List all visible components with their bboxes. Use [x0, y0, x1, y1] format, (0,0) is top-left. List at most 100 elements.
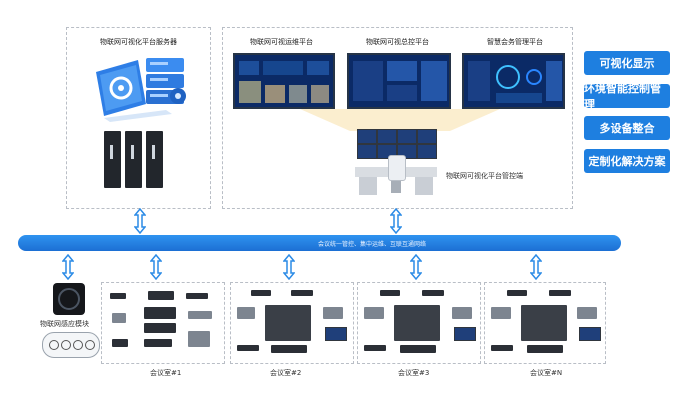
- room-device: [144, 323, 176, 333]
- room-device: [491, 307, 511, 319]
- room-matrix: [265, 305, 311, 341]
- room-label-3: 会议室#3: [398, 369, 430, 377]
- room-device: [144, 307, 176, 319]
- screen-panel: [387, 85, 417, 101]
- room-device: [527, 345, 563, 353]
- console-monitor: [357, 129, 377, 144]
- room-device: [380, 290, 400, 296]
- platform-panel: [222, 27, 573, 209]
- console-monitor: [377, 129, 397, 144]
- network-bus-label: 会议统一管控、集中运维、互联互通网络: [318, 241, 427, 248]
- double-arrow-icon: [62, 254, 74, 280]
- room-device: [237, 307, 255, 319]
- double-arrow-icon: [150, 254, 162, 280]
- screen-panel: [546, 61, 562, 101]
- room-device: [148, 291, 174, 300]
- control-console: [355, 129, 437, 197]
- sensor-icons: [42, 332, 100, 358]
- console-chair: [388, 155, 406, 181]
- screen-photo: [289, 85, 307, 103]
- room-matrix: [521, 305, 567, 341]
- room-device: [291, 290, 313, 296]
- network-bus: [18, 235, 621, 251]
- screen-panel: [468, 61, 490, 101]
- room-device: [110, 293, 126, 299]
- console-cabinet: [415, 177, 433, 195]
- screen-gauge: [526, 69, 542, 85]
- sensor-icon: [49, 340, 59, 350]
- room-label-1: 会议室#1: [150, 369, 182, 377]
- room-device: [323, 307, 343, 319]
- room-device: [491, 345, 513, 351]
- platform-screen-2: [347, 53, 451, 109]
- screen-panel: [496, 93, 542, 103]
- double-arrow-icon: [530, 254, 542, 280]
- room-device: [452, 307, 472, 319]
- room-device: [400, 345, 436, 353]
- screen-panel: [263, 61, 303, 75]
- screen-panel: [421, 61, 447, 101]
- room-panel-1: [101, 282, 225, 364]
- platform-title-3: 智慧会务管理平台: [487, 38, 543, 46]
- room-matrix: [394, 305, 440, 341]
- room-panel-3: [357, 282, 481, 364]
- room-device: [251, 290, 271, 296]
- room-device: [271, 345, 307, 353]
- pc-tower: [104, 131, 121, 188]
- module-label: 物联网感应模块: [40, 320, 89, 328]
- room-device: [549, 290, 571, 296]
- feature-tag: 多设备整合: [584, 116, 670, 140]
- pc-tower-light: [131, 145, 134, 159]
- screen-panel: [387, 61, 417, 81]
- console-monitor: [357, 144, 377, 159]
- room-device: [364, 345, 386, 351]
- control-label: 物联网可视化平台管控端: [446, 172, 523, 180]
- room-label-n: 会议室#N: [530, 369, 563, 377]
- pc-tower: [146, 131, 163, 188]
- double-arrow-icon: [410, 254, 422, 280]
- room-display: [325, 327, 347, 341]
- sensor-icon: [73, 340, 83, 350]
- sensor-icon: [85, 340, 95, 350]
- platform-title-1: 物联网可视运维平台: [250, 38, 313, 46]
- screen-panel: [239, 61, 259, 75]
- room-device: [188, 311, 212, 319]
- platform-title-2: 物联网可视总控平台: [366, 38, 429, 46]
- room-device: [364, 307, 384, 319]
- console-chair-base: [391, 181, 401, 193]
- room-device: [237, 345, 259, 351]
- sensor-icon: [61, 340, 71, 350]
- screen-photo: [265, 85, 285, 103]
- console-monitor: [417, 144, 437, 159]
- projection-beam: [300, 109, 500, 131]
- double-arrow-icon: [283, 254, 295, 280]
- room-panel-n: [484, 282, 606, 364]
- room-device: [507, 290, 527, 296]
- room-display: [579, 327, 601, 341]
- room-display: [454, 327, 476, 341]
- room-device: [144, 339, 172, 347]
- feature-tag: 可视化显示: [584, 51, 670, 75]
- pc-tower-light: [110, 145, 113, 159]
- room-device: [112, 313, 126, 323]
- console-monitor: [397, 129, 417, 144]
- room-device: [112, 339, 128, 347]
- platform-screen-1: [233, 53, 335, 109]
- sensor-ring: [58, 288, 80, 310]
- pc-tower: [125, 131, 142, 188]
- screen-photo: [239, 81, 261, 103]
- screen-gauge: [496, 65, 520, 89]
- room-label-2: 会议室#2: [270, 369, 302, 377]
- room-panel-2: [230, 282, 354, 364]
- room-device: [422, 290, 444, 296]
- server-panel-title: 物联网可视化平台服务器: [100, 38, 177, 46]
- screen-photo: [311, 85, 329, 103]
- sensor-device: [53, 283, 85, 315]
- feature-tag: 定制化解决方案: [584, 149, 670, 173]
- room-device: [188, 331, 210, 347]
- room-device: [577, 307, 597, 319]
- server-illustration: [96, 58, 186, 122]
- double-arrow-icon: [390, 208, 402, 234]
- console-cabinet: [359, 177, 377, 195]
- feature-tag: 环境智能控制管理: [584, 82, 670, 111]
